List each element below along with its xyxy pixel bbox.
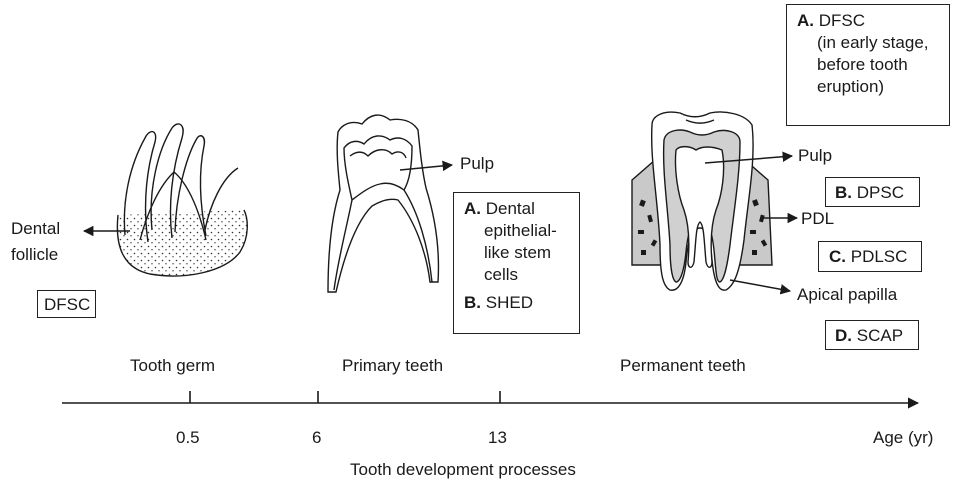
stage-tooth-germ: Tooth germ <box>130 355 215 376</box>
dpsc-box: B. DPSC <box>825 177 920 207</box>
permanent-pulp-label: Pulp <box>798 145 832 166</box>
timeline-axis <box>62 391 918 403</box>
pdlsc-text: PDLSC <box>851 247 908 266</box>
tick-label-0-5: 0.5 <box>176 427 200 448</box>
primary-pulp-arrow <box>400 165 452 170</box>
dental-follicle-sac <box>117 210 247 276</box>
dpsc-text: DPSC <box>857 183 904 202</box>
stage-primary-teeth: Primary teeth <box>342 355 443 376</box>
box-a-letter: A. <box>464 199 481 218</box>
box-a-line3: like stem <box>464 242 579 264</box>
pdl-label: PDL <box>801 208 834 229</box>
scap-letter: D. <box>835 326 852 345</box>
tooth-germ-illustration <box>117 124 247 276</box>
pdlsc-letter: C. <box>829 247 846 266</box>
dfsc-box-text: DFSC <box>44 294 95 316</box>
dpsc-letter: B. <box>835 183 852 202</box>
top-box-line1: DFSC <box>819 11 865 30</box>
top-box-line4: eruption) <box>797 76 949 98</box>
dfsc-box: DFSC <box>37 290 96 318</box>
permanent-tooth-illustration <box>632 112 772 290</box>
box-b-letter: B. <box>464 293 481 312</box>
primary-stem-cells-box: A. Dental epithelial- like stem cells B.… <box>453 192 580 334</box>
top-box-line2: (in early stage, <box>797 32 949 54</box>
stage-permanent-teeth: Permanent teeth <box>620 355 746 376</box>
dental-follicle-label-line1: Dental <box>11 218 60 239</box>
apical-papilla-label: Apical papilla <box>797 284 897 305</box>
permanent-dfsc-box: A. DFSC (in early stage, before tooth er… <box>786 4 950 126</box>
box-a-line4: cells <box>464 264 579 286</box>
dental-follicle-label-line2: follicle <box>11 244 58 265</box>
scap-text: SCAP <box>857 326 903 345</box>
scap-box: D. SCAP <box>825 320 919 350</box>
axis-end-label: Age (yr) <box>873 427 933 448</box>
top-box-line3: before tooth <box>797 54 949 76</box>
top-box-letter: A. <box>797 11 814 30</box>
box-a-line2: epithelial- <box>464 220 579 242</box>
axis-caption: Tooth development processes <box>350 459 576 480</box>
tick-label-6: 6 <box>312 427 321 448</box>
tick-label-13: 13 <box>488 427 507 448</box>
box-a-line1: Dental <box>486 199 535 218</box>
box-b-text: SHED <box>486 293 533 312</box>
primary-tooth-illustration <box>328 115 439 292</box>
pdlsc-box: C. PDLSC <box>818 241 922 272</box>
apical-arrow <box>730 280 790 291</box>
primary-pulp-label: Pulp <box>460 153 494 174</box>
